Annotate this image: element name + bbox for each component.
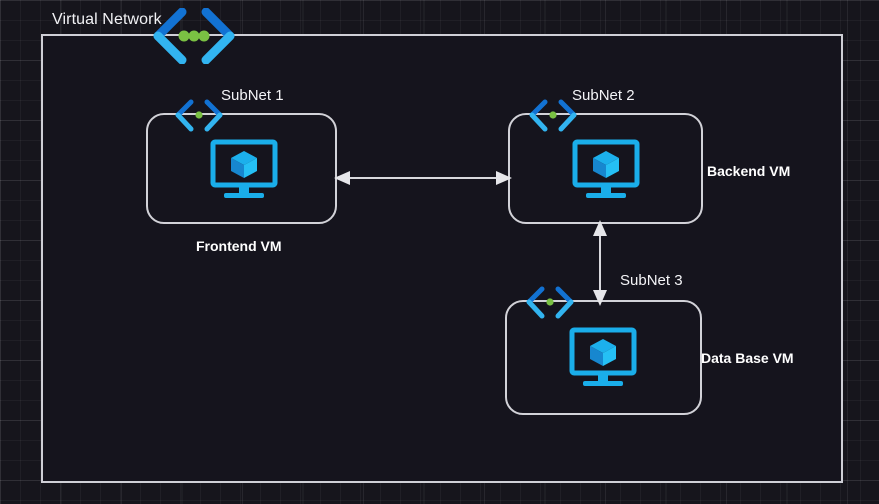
subnet-label-2: SubNet 2 [572, 87, 635, 104]
vm-label-backend: Backend VM [707, 163, 791, 179]
subnet-chevron-icon [175, 99, 223, 132]
bidirectional-arrow-vertical [593, 220, 607, 306]
network-chevron-icon [153, 8, 235, 64]
subnet-chevron-icon [526, 286, 574, 319]
subnet-chevron-icon [529, 99, 577, 132]
virtual-machine-icon [569, 327, 637, 386]
subnet-label-3: SubNet 3 [620, 272, 683, 289]
virtual-machine-icon [572, 139, 640, 198]
subnet-label-1: SubNet 1 [221, 87, 284, 104]
virtual-network-container[interactable] [41, 34, 843, 483]
virtual-network-title: Virtual Network [52, 11, 162, 28]
vm-label-database: Data Base VM [701, 350, 794, 366]
vm-label-frontend: Frontend VM [196, 238, 282, 254]
virtual-machine-icon [210, 139, 278, 198]
bidirectional-arrow-horizontal [334, 171, 512, 185]
